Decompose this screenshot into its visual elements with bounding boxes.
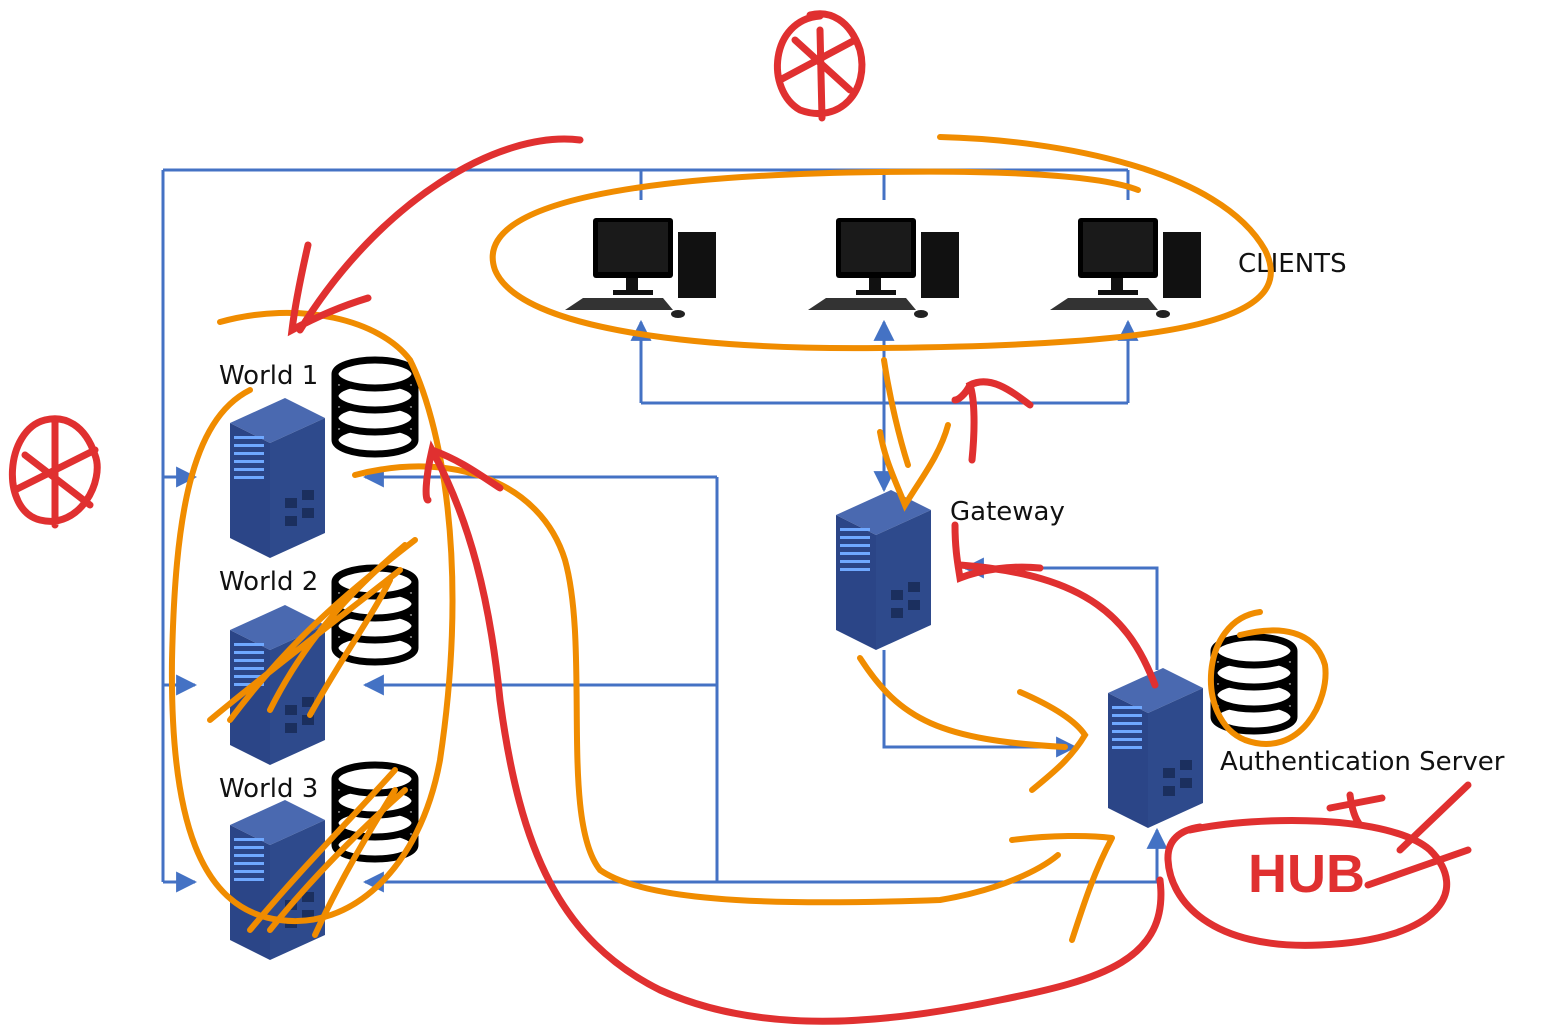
world-3-label: World 3 (219, 774, 318, 804)
world-1-database-icon (335, 360, 415, 454)
gateway-to-auth (882, 650, 1078, 758)
auth-server-label: Authentication Server (1220, 747, 1505, 777)
client-computer-3-icon (1050, 218, 1201, 318)
orange-annotations (168, 134, 1329, 943)
auth-server-icon (1108, 668, 1203, 828)
gateway-server-icon (836, 490, 931, 650)
world-2-label: World 2 (219, 567, 318, 597)
world-1-server-icon (230, 398, 325, 558)
world-1-label: World 1 (219, 361, 318, 391)
auth-database-icon (1214, 637, 1294, 731)
gateway-label: Gateway (950, 497, 1065, 527)
red-annotations (8, 10, 1472, 1025)
clients-label: CLIENTS (1238, 249, 1347, 279)
client-computer-1-icon (565, 218, 716, 318)
client-computer-2-icon (808, 218, 959, 318)
hub-annotation: HUB (1248, 844, 1365, 904)
